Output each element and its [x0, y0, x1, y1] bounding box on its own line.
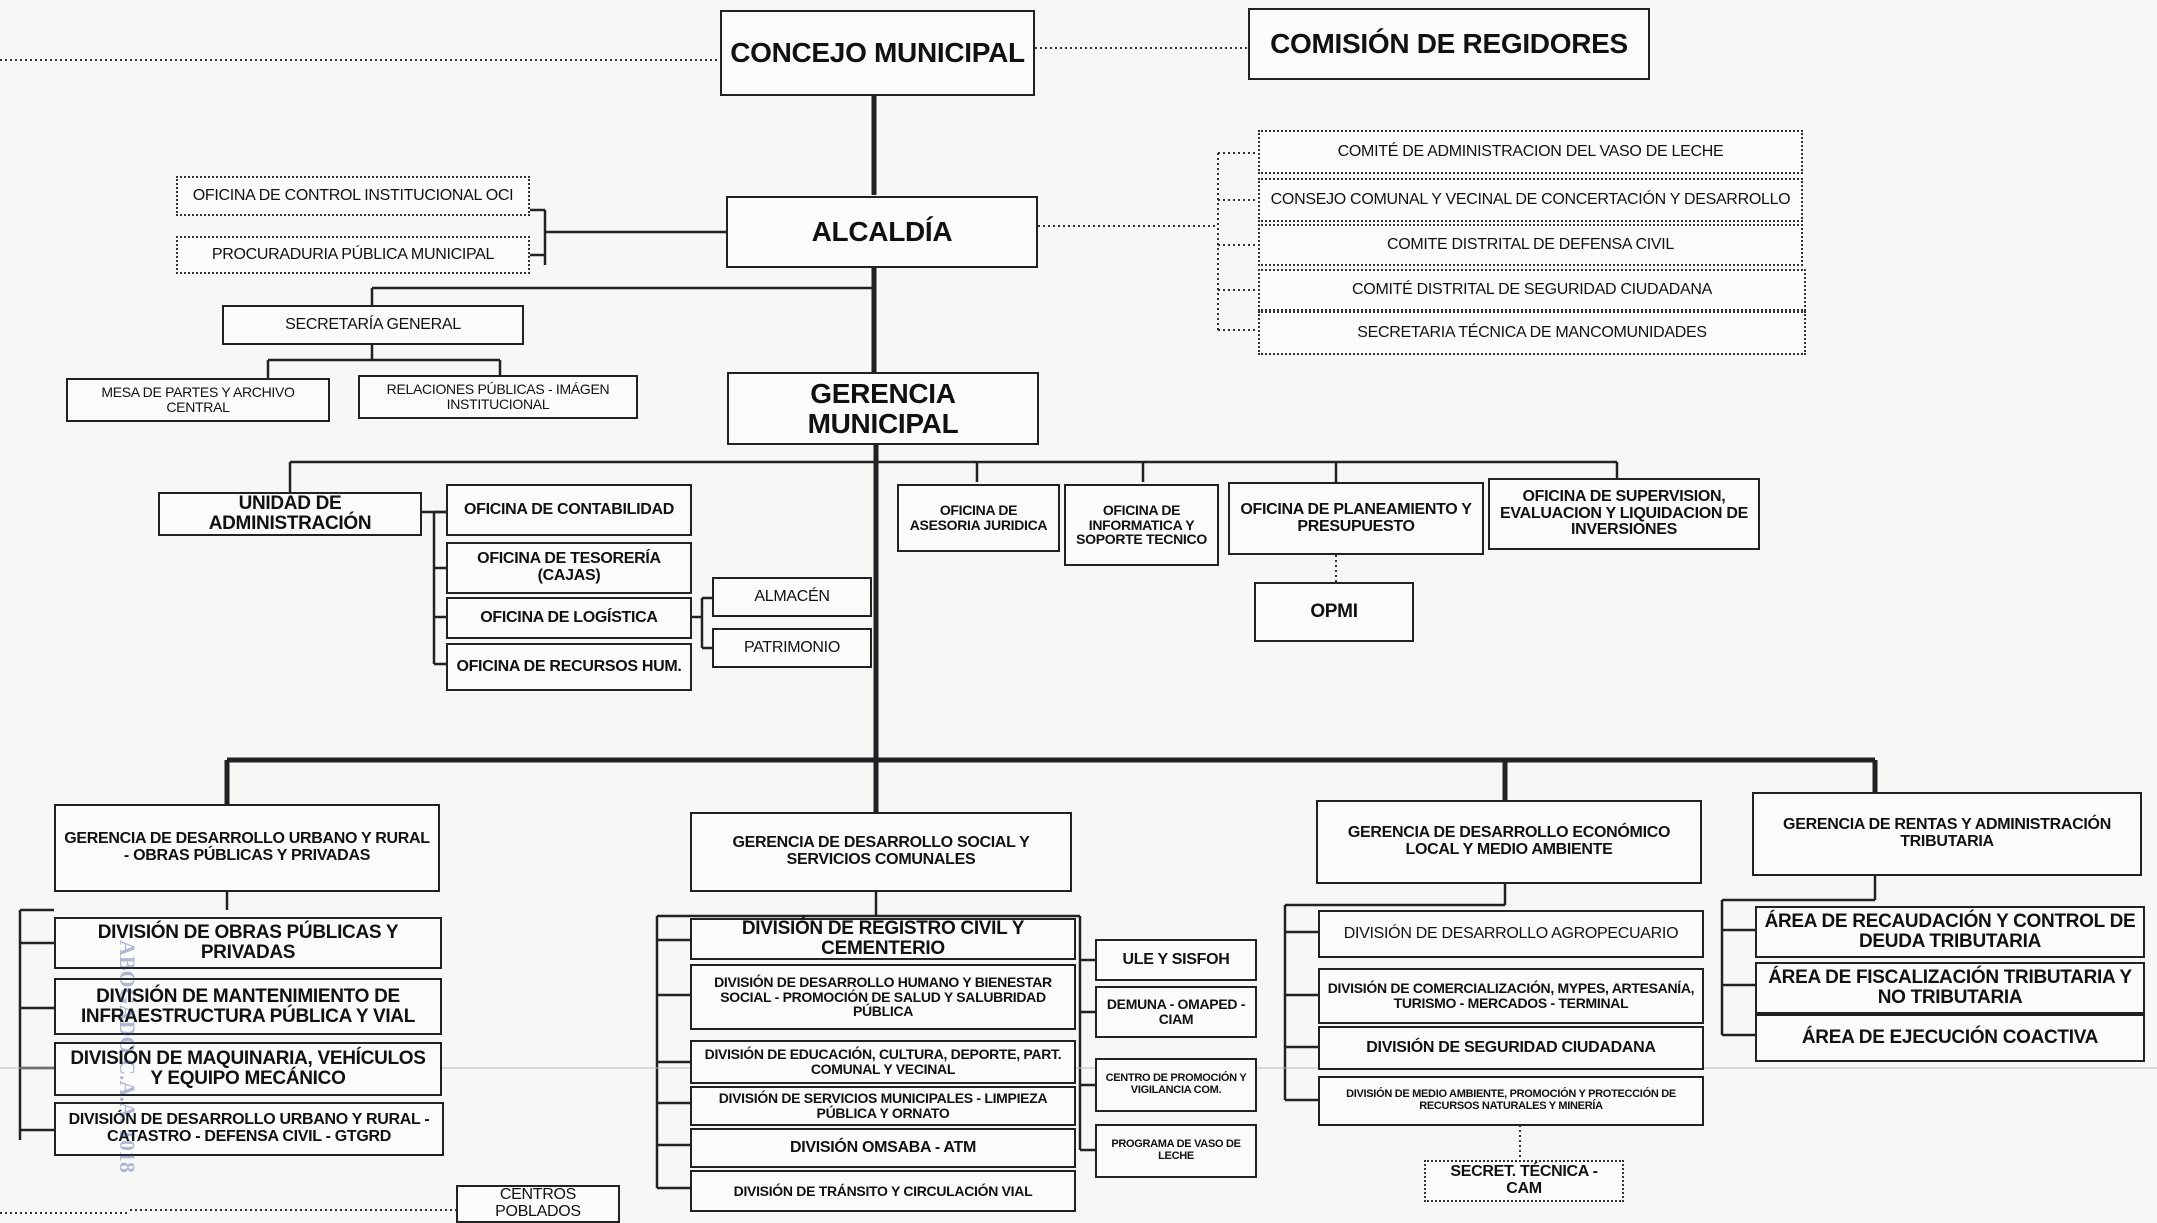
secretaria-general-box: SECRETARÍA GENERAL: [222, 305, 524, 345]
comite-seguridad-ciudadana-box: COMITÉ DISTRITAL DE SEGURIDAD CIUDADANA: [1258, 269, 1806, 311]
mesa-partes-box: MESA DE PARTES Y ARCHIVO CENTRAL: [66, 378, 330, 422]
almacen-box: ALMACÉN: [712, 577, 872, 617]
planeamiento-presupuesto-box: OFICINA DE PLANEAMIENTO Y PRESUPUESTO: [1228, 482, 1484, 555]
lawyer-stamp: ABOGADO C.A.A. 1018: [115, 940, 140, 1173]
gerencia-municipal-box: GERENCIA MUNICIPAL: [727, 372, 1039, 445]
comite-vaso-leche-box: COMITÉ DE ADMINISTRACION DEL VASO DE LEC…: [1258, 130, 1803, 174]
division-mantenimiento-box: DIVISIÓN DE MANTENIMIENTO DE INFRAESTRUC…: [54, 978, 442, 1035]
area-recaudacion-box: ÁREA DE RECAUDACIÓN Y CONTROL DE DEUDA T…: [1755, 906, 2145, 958]
division-maquinaria-box: DIVISIÓN DE MAQUINARIA, VEHÍCULOS Y EQUI…: [54, 1042, 442, 1096]
secretaria-mancomunidades-box: SECRETARIA TÉCNICA DE MANCOMUNIDADES: [1258, 311, 1806, 355]
division-seguridad-ciudadana-box: DIVISIÓN DE SEGURIDAD CIUDADANA: [1318, 1026, 1704, 1070]
division-educacion-box: DIVISIÓN DE EDUCACIÓN, CULTURA, DEPORTE,…: [690, 1040, 1076, 1084]
supervision-inversiones-box: OFICINA DE SUPERVISION, EVALUACION Y LIQ…: [1488, 478, 1760, 550]
centro-promocion-box: CENTRO DE PROMOCIÓN Y VIGILANCIA COM.: [1095, 1058, 1257, 1112]
oficina-tesoreria-box: OFICINA DE TESORERÍA (CAJAS): [446, 542, 692, 594]
oci-box: OFICINA DE CONTROL INSTITUCIONAL OCI: [176, 176, 530, 216]
gerencia-desarrollo-urbano-box: GERENCIA DE DESARROLLO URBANO Y RURAL - …: [54, 804, 440, 892]
gerencia-desarrollo-economico-box: GERENCIA DE DESARROLLO ECONÓMICO LOCAL Y…: [1316, 800, 1702, 884]
division-omsaba-box: DIVISIÓN OMSABA - ATM: [690, 1128, 1076, 1168]
gerencia-rentas-box: GERENCIA DE RENTAS Y ADMINISTRACIÓN TRIB…: [1752, 792, 2142, 876]
demuna-box: DEMUNA - OMAPED - CIAM: [1095, 986, 1257, 1038]
area-ejecucion-coactiva-box: ÁREA DE EJECUCIÓN COACTIVA: [1755, 1014, 2145, 1062]
oficina-logistica-box: OFICINA DE LOGÍSTICA: [446, 597, 692, 639]
oficina-recursos-humanos-box: OFICINA DE RECURSOS HUM.: [446, 643, 692, 691]
division-obras-publicas-box: DIVISIÓN DE OBRAS PÚBLICAS Y PRIVADAS: [54, 917, 442, 969]
unidad-administracion-box: UNIDAD DE ADMINISTRACIÓN: [158, 492, 422, 536]
centros-poblados-box: CENTROS POBLADOS: [456, 1185, 620, 1223]
consejo-comunal-box: CONSEJO COMUNAL Y VECINAL DE CONCERTACIÓ…: [1258, 178, 1803, 222]
patrimonio-box: PATRIMONIO: [712, 628, 872, 668]
ule-sisfoh-box: ULE Y SISFOH: [1095, 939, 1257, 981]
division-transito-box: DIVISIÓN DE TRÁNSITO Y CIRCULACIÓN VIAL: [690, 1170, 1076, 1212]
division-servicios-municipales-box: DIVISIÓN DE SERVICIOS MUNICIPALES - LIMP…: [690, 1086, 1076, 1126]
division-desarrollo-humano-box: DIVISIÓN DE DESARROLLO HUMANO Y BIENESTA…: [690, 964, 1076, 1030]
concejo-municipal-box: CONCEJO MUNICIPAL: [720, 10, 1035, 96]
alcaldia-box: ALCALDÍA: [726, 196, 1038, 268]
informatica-box: OFICINA DE INFORMATICA Y SOPORTE TECNICO: [1064, 484, 1219, 566]
opmi-box: OPMI: [1254, 582, 1414, 642]
division-comercializacion-box: DIVISIÓN DE COMERCIALIZACIÓN, MYPES, ART…: [1318, 968, 1704, 1024]
comite-defensa-civil-box: COMITE DISTRITAL DE DEFENSA CIVIL: [1258, 224, 1803, 266]
asesoria-juridica-box: OFICINA DE ASESORIA JURIDICA: [897, 484, 1060, 552]
division-desarrollo-urbano-catastro-box: DIVISIÓN DE DESARROLLO URBANO Y RURAL - …: [54, 1102, 444, 1156]
oficina-contabilidad-box: OFICINA DE CONTABILIDAD: [446, 484, 692, 536]
division-registro-civil-box: DIVISIÓN DE REGISTRO CIVIL Y CEMENTERIO: [690, 918, 1076, 960]
division-agropecuario-box: DIVISIÓN DE DESARROLLO AGROPECUARIO: [1318, 910, 1704, 958]
secret-tecnica-cam-box: SECRET. TÉCNICA - CAM: [1424, 1160, 1624, 1202]
procuraduria-box: PROCURADURIA PÚBLICA MUNICIPAL: [176, 236, 530, 274]
relaciones-publicas-box: RELACIONES PÚBLICAS - IMÁGEN INSTITUCION…: [358, 375, 638, 419]
area-fiscalizacion-box: ÁREA DE FISCALIZACIÓN TRIBUTARIA Y NO TR…: [1755, 962, 2145, 1014]
division-medio-ambiente-box: DIVISIÓN DE MEDIO AMBIENTE, PROMOCIÓN Y …: [1318, 1076, 1704, 1126]
comision-regidores-box: COMISIÓN DE REGIDORES: [1248, 8, 1650, 80]
programa-vaso-leche-box: PROGRAMA DE VASO DE LECHE: [1095, 1124, 1257, 1178]
gerencia-desarrollo-social-box: GERENCIA DE DESARROLLO SOCIAL Y SERVICIO…: [690, 812, 1072, 892]
